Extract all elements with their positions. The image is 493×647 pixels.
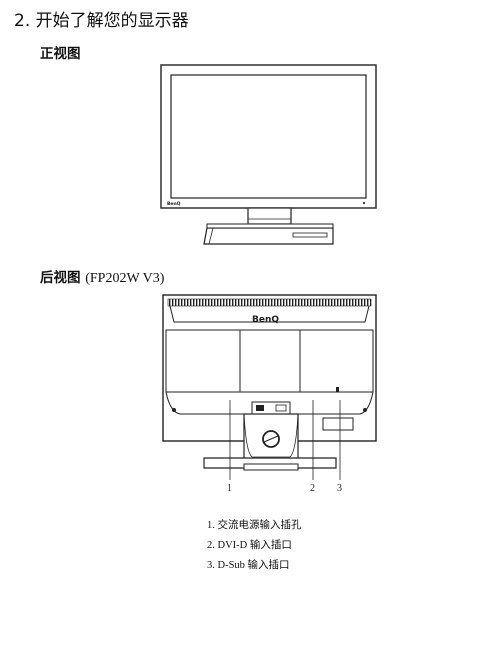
monitor-neck	[247, 207, 292, 225]
front-view-illustration: BenQ	[160, 64, 377, 245]
callout-number-3: 3	[337, 483, 342, 494]
screw-right-icon	[363, 408, 367, 412]
section-title: 2. 开始了解您的显示器	[14, 11, 189, 31]
rear-view-heading: 后视图 (FP202W V3)	[40, 266, 164, 287]
callout-number-1: 1	[227, 483, 232, 494]
callout-legend: 1. 交流电源输入插孔 2. DVI-D 输入插口 3. D-Sub 输入插口	[207, 516, 302, 576]
rear-view-illustration: BenQ 1 2 3	[162, 294, 377, 494]
kensington-lock-icon	[336, 387, 339, 392]
screw-left-icon	[172, 408, 176, 412]
front-brand-logo: BenQ	[167, 201, 181, 207]
rear-view-model: (FP202W V3)	[85, 271, 165, 286]
stand-base	[203, 457, 337, 469]
vent-grille	[167, 298, 372, 307]
callout-legend-item-1: 1. 交流电源输入插孔	[207, 520, 302, 531]
rear-view-heading-label: 后视图	[40, 270, 81, 286]
power-led-icon	[362, 201, 366, 205]
stand-mount-plate	[239, 329, 301, 393]
monitor-screen	[170, 74, 367, 199]
front-view-heading: 正视图	[40, 46, 81, 62]
base-slot	[292, 232, 328, 238]
callout-legend-item-3: 3. D-Sub 输入插口	[207, 560, 290, 571]
rear-brand-logo: BenQ	[252, 315, 279, 325]
dsub-port-block	[322, 417, 354, 431]
callout-number-2: 2	[310, 483, 315, 494]
callout-legend-item-2: 2. DVI-D 输入插口	[207, 540, 292, 551]
